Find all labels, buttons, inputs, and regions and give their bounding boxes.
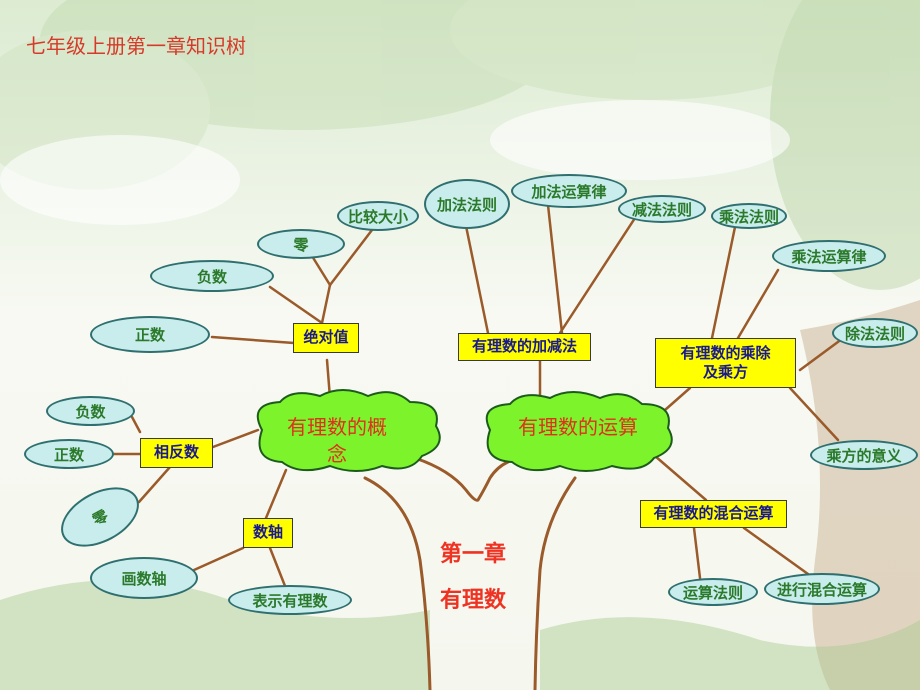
add-sub-box: 有理数的加减法 [458, 333, 591, 361]
leaf-op-rule: 运算法则 [668, 578, 758, 606]
leaf-negative-top: 负数 [150, 260, 274, 292]
operations-cloud-label: 有理数的运算 [518, 415, 638, 439]
page-title: 七年级上册第一章知识树 [26, 34, 246, 58]
leaf-negative-left: 负数 [46, 396, 135, 426]
leaf-add-law: 加法运算律 [511, 174, 627, 208]
chapter-title: 有理数 [440, 587, 507, 613]
leaf-mixed-op: 进行混合运算 [764, 573, 880, 605]
concept-cloud-label: 有理数的概念 [287, 415, 387, 466]
leaf-mul-rule: 乘法法则 [711, 203, 787, 229]
leaf-represent: 表示有理数 [228, 585, 352, 615]
leaf-positive-left: 正数 [24, 439, 114, 469]
trunk [363, 456, 577, 690]
number-line-box: 数轴 [243, 518, 293, 548]
leaf-draw-axis: 画数轴 [90, 557, 198, 599]
mul-div-power-box: 有理数的乘除及乘方 [655, 338, 796, 388]
mixed-operation-box: 有理数的混合运算 [640, 500, 787, 528]
leaf-power-meaning: 乘方的意义 [810, 440, 918, 470]
concept-cloud [256, 389, 441, 472]
absolute-value-box: 绝对值 [293, 323, 359, 353]
leaf-div-rule: 除法法则 [832, 318, 918, 348]
opposite-number-box: 相反数 [140, 438, 213, 468]
operations-cloud [485, 391, 673, 472]
leaf-zero-top: 零 [257, 229, 345, 259]
leaf-sub-rule: 减法法则 [618, 195, 706, 223]
leaf-add-rule: 加法法则 [424, 179, 510, 229]
leaf-compare: 比较大小 [337, 201, 419, 231]
leaf-positive-top: 正数 [90, 316, 210, 353]
chapter-number: 第一章 [440, 541, 507, 567]
leaf-mul-law: 乘法运算律 [772, 240, 886, 272]
branch-lines [112, 203, 848, 588]
